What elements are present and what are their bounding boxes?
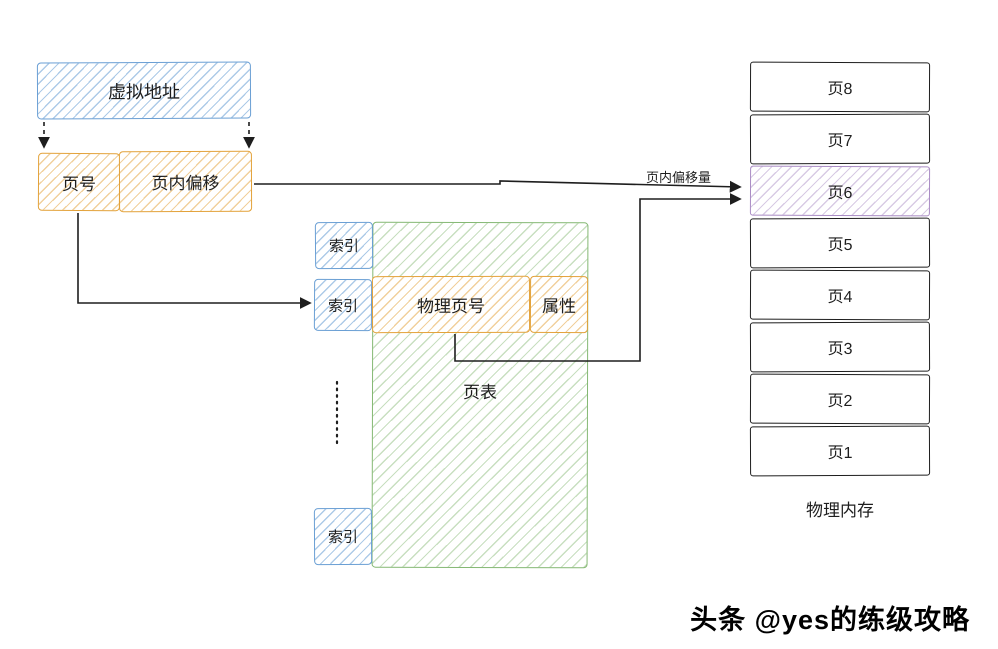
physical-memory-caption: 物理内存 (806, 501, 874, 520)
index-label-2: 索引 (327, 297, 359, 315)
page-offset-box: 页内偏移 (118, 150, 253, 213)
memory-page-5: 页5 (749, 217, 931, 269)
page-offset-label: 页内偏移 (151, 173, 220, 194)
attribute-label: 属性 (541, 296, 577, 317)
memory-page-6-highlighted: 页6 (749, 165, 931, 217)
offset-arrow-label: 页内偏移量 (646, 170, 712, 185)
page-table-label: 页表 (462, 382, 498, 403)
index-box-2: 索引 (313, 278, 373, 332)
memory-page-7: 页7 (749, 113, 931, 165)
memory-page-8: 页8 (749, 61, 931, 113)
virtual-address-label: 虚拟地址 (107, 81, 181, 102)
index-box-1: 索引 (314, 221, 374, 270)
page-number-box: 页号 (37, 152, 121, 212)
virtual-address-box: 虚拟地址 (36, 61, 252, 120)
index-label-1: 索引 (328, 237, 360, 256)
memory-page-3: 页3 (749, 321, 931, 373)
index-label-3: 索引 (327, 528, 359, 547)
attribute-box: 属性 (529, 275, 589, 334)
memory-page-1: 页1 (749, 425, 931, 477)
physical-page-number-box: 物理页号 (371, 275, 531, 334)
physical-memory-column: 页8 页7 页6 页5 页4 页3 页2 页1 (749, 61, 931, 478)
page-number-label: 页号 (61, 174, 97, 194)
physical-page-number-label: 物理页号 (416, 296, 486, 317)
page-table-box: 页表 (371, 221, 589, 569)
watermark-text: 头条 @yes的练级攻略 (690, 605, 970, 635)
memory-page-2: 页2 (749, 373, 931, 425)
memory-page-4: 页4 (749, 269, 931, 321)
arrow-page-number-to-index (77, 213, 312, 309)
index-box-3: 索引 (313, 507, 373, 566)
